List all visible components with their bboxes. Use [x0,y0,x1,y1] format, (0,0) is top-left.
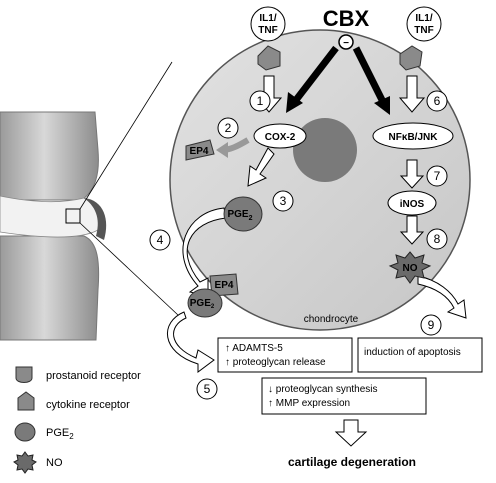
svg-text:PGE2: PGE2 [190,298,215,310]
no-molecule: NO [388,251,432,284]
step-number-4: 4 [149,229,171,251]
cytokine-receptor-icon [257,45,281,71]
ep4-receptor-bottom: EP4 [209,273,239,297]
svg-text:prostanoid receptor: prostanoid receptor [46,370,141,382]
cytokine-input-left: IL1/ TNF [250,6,286,42]
step-arrow-8 [399,215,425,245]
ep4-receptor-top: EP4 [185,139,215,161]
step-number-2: 2 [217,117,239,139]
svg-text:IL1/: IL1/ [415,13,432,24]
inos-node: iNOS [387,190,437,216]
cytokine-input-right: IL1/ TNF [406,6,442,42]
cytokine-receptor-icon [399,45,423,71]
svg-text:IL1/: IL1/ [259,13,276,24]
prostanoid-receptor-icon [15,366,33,383]
svg-text:↑ proteoglycan release: ↑ proteoglycan release [225,357,326,368]
nfkb-node: NFκB/JNK [372,122,454,150]
pge2-icon [14,422,36,442]
legend-item-prostanoid: prostanoid receptor [15,366,141,383]
svg-text:−: − [343,38,349,49]
chondrocyte-label: chondrocyte [304,314,359,325]
cytokine-receptor-icon [17,391,35,411]
legend-item-no: NO [13,451,63,474]
nucleus [293,118,357,182]
step-arrow-6 [398,75,426,113]
result-arrow [334,419,368,447]
svg-text:8: 8 [434,232,441,246]
joint-zoom-box [65,208,81,224]
svg-text:↑ ADAMTS-5: ↑ ADAMTS-5 [225,343,283,354]
step-number-7: 7 [426,165,448,187]
step-arrow-2 [216,137,250,158]
step-number-9: 9 [420,314,442,336]
step-number-1: 1 [249,90,271,112]
step-number-8: 8 [426,228,448,250]
legend: prostanoid receptor cytokine receptor PG… [13,366,141,474]
svg-text:7: 7 [434,169,441,183]
step-arrow-9 [417,275,467,319]
svg-text:↓ proteoglycan synthesis: ↓ proteoglycan synthesis [268,384,378,395]
svg-text:5: 5 [204,382,211,396]
step-number-3: 3 [272,190,294,212]
outcome-box-adamts: ↑ ADAMTS-5 ↑ proteoglycan release [217,337,353,373]
svg-text:TNF: TNF [414,25,433,36]
inhibition-sign [338,34,354,50]
legend-item-cytokine: cytokine receptor [17,391,130,411]
inhibition-arrow-left [286,45,339,113]
svg-text:PGE2: PGE2 [227,209,252,222]
svg-text:iNOS: iNOS [400,199,425,210]
inhibition-arrow-right [352,46,390,115]
step-arrow-5 [167,311,215,373]
svg-text:↑ MMP expression: ↑ MMP expression [268,398,350,409]
cox2-node: COX-2 [253,123,307,149]
no-icon [13,451,37,474]
svg-text:1: 1 [257,94,264,108]
pge2-molecule: PGE2 [223,196,263,232]
step-arrow-4 [182,207,227,297]
step-number-5: 5 [196,378,218,400]
svg-text:NO: NO [46,457,63,469]
step-arrow-3 [247,147,275,187]
svg-text:COX-2: COX-2 [265,132,296,143]
svg-text:2: 2 [225,121,232,135]
cbx-label: CBX [323,6,370,31]
svg-text:cytokine receptor: cytokine receptor [46,399,130,411]
svg-text:6: 6 [434,94,441,108]
svg-text:3: 3 [280,194,287,208]
pge2-bound-molecule: PGE2 [187,288,223,318]
svg-text:induction of apoptosis: induction of apoptosis [364,347,461,358]
knee-joint-illustration [0,61,179,341]
svg-text:4: 4 [157,233,164,247]
svg-text:9: 9 [428,318,435,332]
step-number-6: 6 [426,90,448,112]
outcome-box-synthesis: ↓ proteoglycan synthesis ↑ MMP expressio… [261,377,427,415]
svg-text:NFκB/JNK: NFκB/JNK [389,132,439,143]
svg-text:EP4: EP4 [215,280,234,291]
outcome-box-apoptosis: induction of apoptosis [357,337,483,373]
svg-text:PGE2: PGE2 [46,427,74,441]
svg-text:NO: NO [403,263,418,274]
step-arrow-7 [399,159,425,189]
svg-text:TNF: TNF [258,25,277,36]
svg-text:EP4: EP4 [190,146,209,157]
legend-item-pge2: PGE2 [14,422,74,442]
result-label: cartilage degeneration [288,455,416,469]
